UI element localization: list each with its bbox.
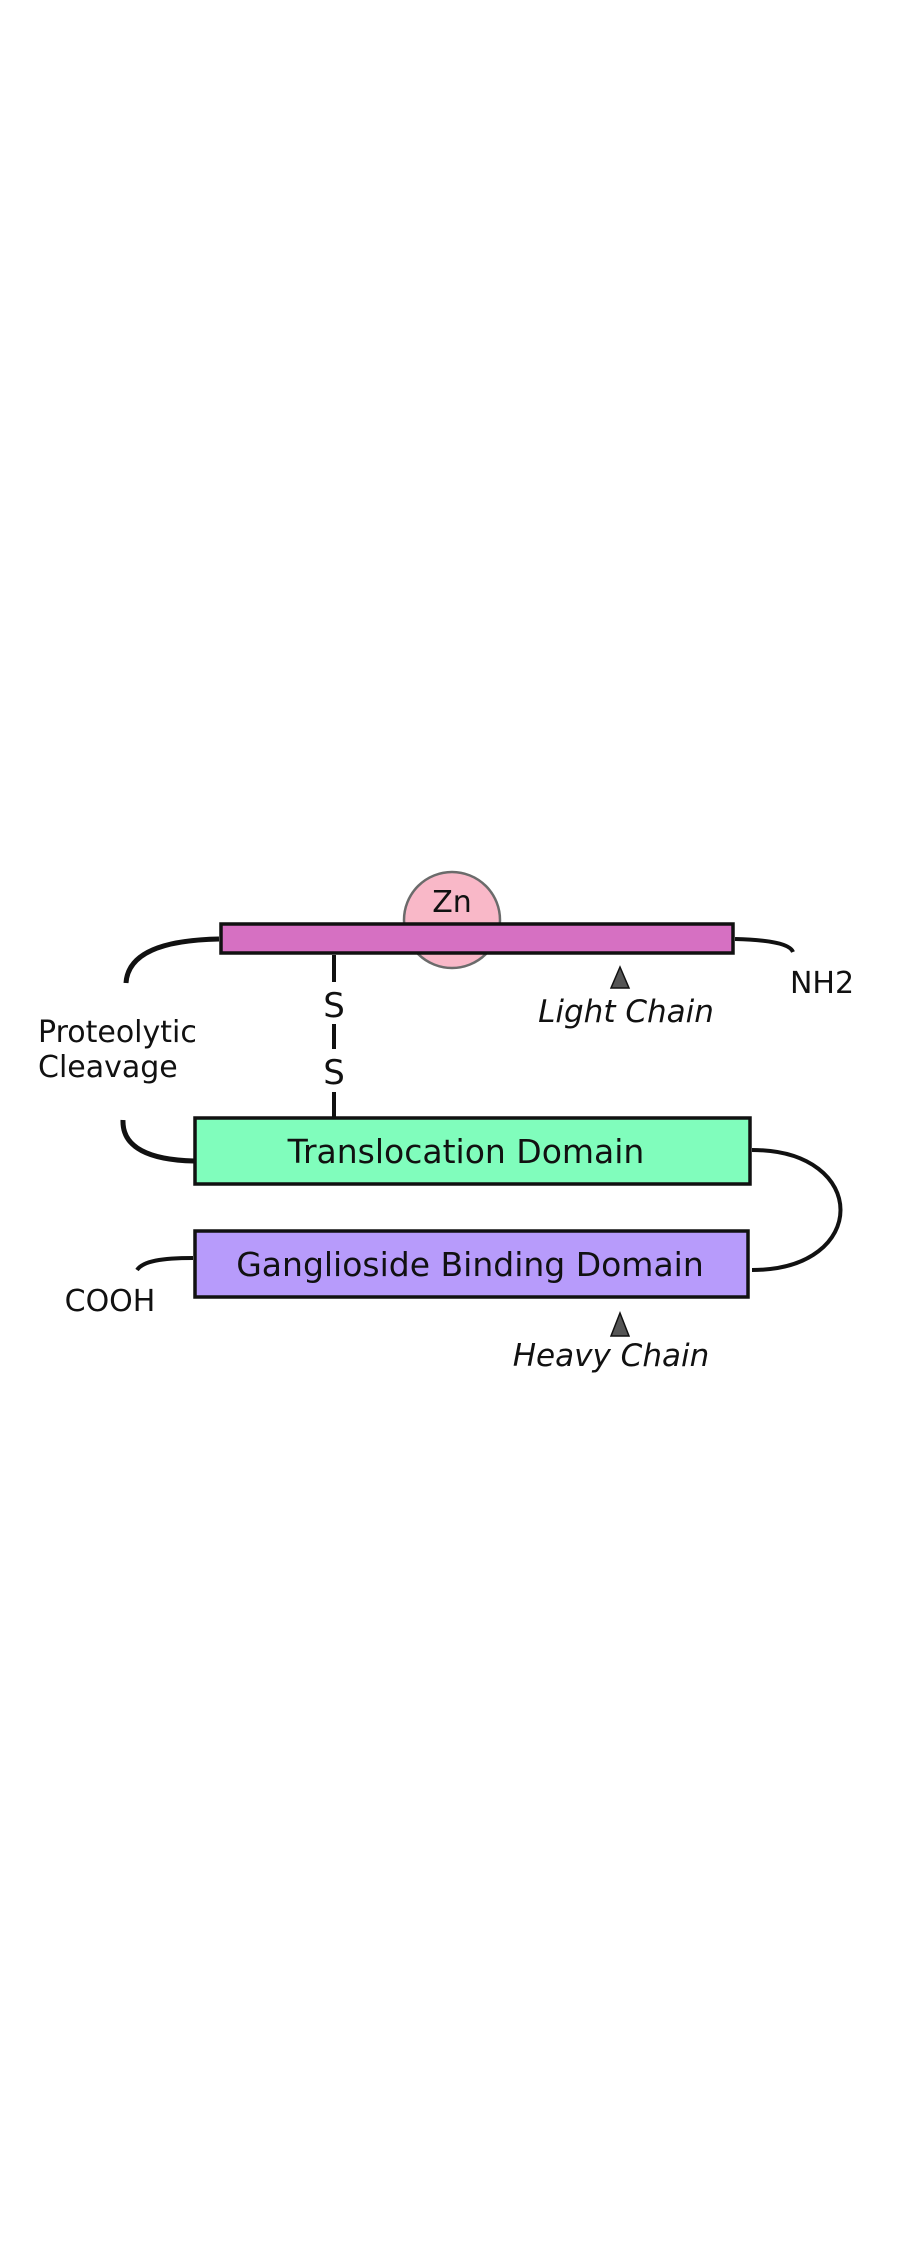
cleavage-label-line1: Proteolytic	[38, 1015, 197, 1050]
light-chain-marker-icon	[609, 965, 631, 989]
disulfide-s-bottom: S	[323, 1053, 345, 1093]
cooh-tail	[135, 1256, 194, 1272]
heavy-chain-loop	[751, 1148, 843, 1272]
light-chain-left-tail	[123, 936, 220, 984]
disulfide-s-top: S	[323, 986, 345, 1026]
binding-domain-box	[193, 1229, 750, 1299]
zinc-label: Zn	[432, 885, 472, 920]
heavy-chain-marker-icon	[609, 1310, 631, 1337]
translocation-domain-box	[193, 1116, 752, 1186]
cooh-label: COOH	[65, 1284, 156, 1319]
nh2-tail	[734, 937, 795, 954]
translocation-left-tail	[120, 1119, 195, 1164]
heavy-chain-label: Heavy Chain	[513, 1338, 709, 1374]
light-chain-bar	[219, 922, 735, 955]
cleavage-label-line2: Cleavage	[38, 1050, 178, 1085]
nh2-label: NH2	[790, 966, 854, 1001]
translocation-domain-label: Translocation Domain	[287, 1132, 645, 1171]
light-chain-label: Light Chain	[538, 994, 714, 1030]
binding-domain-label: Ganglioside Binding Domain	[236, 1245, 704, 1284]
